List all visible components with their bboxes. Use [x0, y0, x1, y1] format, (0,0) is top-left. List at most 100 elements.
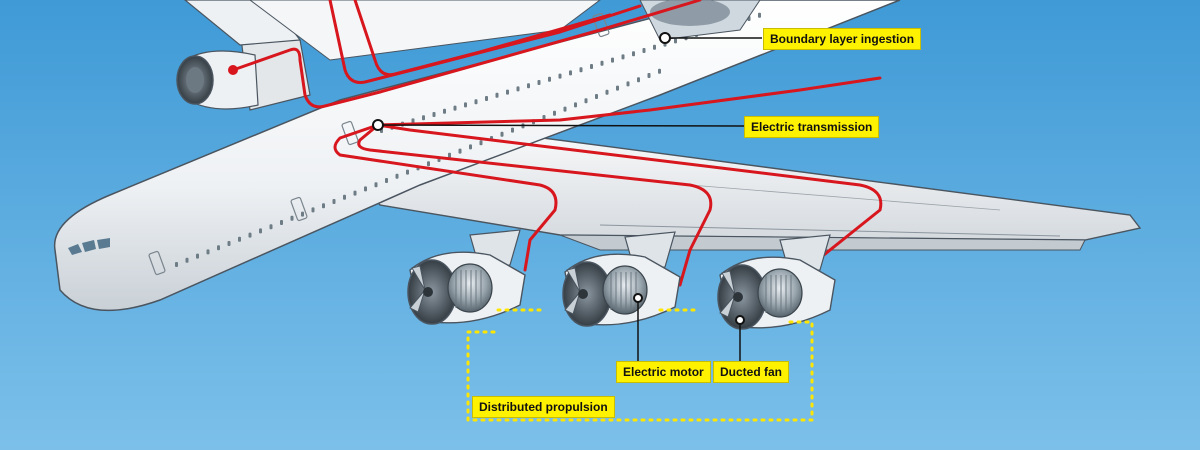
window: [674, 38, 677, 44]
window: [474, 99, 478, 105]
window: [353, 190, 357, 196]
boundary-layer-ingestion-label: Boundary layer ingestion: [763, 28, 922, 50]
window: [506, 89, 509, 95]
window: [558, 73, 562, 79]
electric-transmission-label: Electric transmission: [744, 116, 880, 138]
window-rows: [175, 12, 761, 267]
transmission-lines: [231, 0, 883, 292]
window: [432, 112, 436, 117]
window: [590, 64, 593, 69]
window: [332, 199, 336, 204]
electric-motor-label: Electric motor: [616, 361, 711, 383]
window: [206, 249, 210, 255]
window: [196, 253, 199, 259]
window: [422, 115, 425, 121]
window: [290, 215, 294, 221]
door: [592, 12, 610, 38]
window: [259, 228, 262, 234]
window: [584, 98, 588, 104]
window: [647, 73, 651, 78]
fan-hub: [423, 287, 433, 297]
window: [605, 89, 609, 95]
window: [443, 108, 446, 114]
window: [238, 236, 241, 242]
near-wing: [328, 134, 1142, 241]
window: [485, 96, 488, 101]
ducted-fan-label: Ducted fan: [713, 361, 790, 383]
window: [322, 203, 325, 209]
window: [411, 118, 415, 124]
window: [175, 262, 178, 267]
distributed-propulsion-group: [466, 308, 814, 422]
electric-motor: [757, 268, 803, 318]
window: [542, 115, 546, 120]
window: [626, 81, 630, 87]
window: [280, 220, 283, 225]
window: [621, 54, 625, 60]
window: [374, 182, 378, 188]
fan-blade: [564, 291, 581, 315]
window: [548, 76, 551, 82]
fan-blade: [721, 270, 736, 296]
ducted-fan-engine: [407, 229, 526, 325]
window: [758, 12, 761, 18]
door: [290, 196, 308, 222]
window: [658, 68, 661, 74]
window: [516, 86, 520, 92]
fan-blade: [566, 267, 581, 293]
window: [637, 77, 640, 83]
window: [495, 92, 499, 98]
window: [611, 57, 614, 63]
window: [579, 67, 583, 73]
fan-hub: [578, 289, 588, 299]
window: [364, 186, 367, 192]
window: [527, 83, 530, 89]
window: [595, 94, 598, 99]
window: [227, 241, 231, 246]
window: [653, 44, 656, 50]
window: [642, 48, 646, 53]
window: [632, 51, 635, 57]
window: [185, 257, 189, 263]
fuselage: [53, 0, 901, 312]
window: [553, 110, 556, 116]
fan-blade: [409, 289, 426, 313]
window: [343, 194, 346, 200]
window: [406, 169, 409, 175]
window: [464, 102, 467, 108]
fan-hub: [733, 292, 743, 302]
fan-blade: [411, 265, 426, 291]
window: [616, 85, 619, 91]
window: [217, 245, 220, 251]
fan-blade: [719, 294, 736, 318]
window: [448, 152, 451, 158]
window: [248, 232, 252, 238]
window: [569, 70, 572, 76]
window: [600, 60, 604, 66]
window: [427, 161, 430, 167]
distributed-propulsion-label: Distributed propulsion: [472, 396, 615, 418]
callout-leaders: [381, 37, 762, 362]
window: [563, 106, 567, 112]
electric-motor: [447, 263, 493, 313]
window: [469, 144, 472, 150]
electric-motor: [602, 265, 648, 315]
window: [574, 102, 577, 108]
window: [479, 140, 483, 146]
window: [511, 127, 514, 133]
cockpit-windows: [68, 238, 110, 255]
window: [500, 131, 504, 137]
window: [311, 207, 315, 213]
window: [395, 173, 399, 179]
window: [453, 105, 457, 111]
ducted-fan-engine: [562, 231, 681, 327]
window: [301, 211, 304, 217]
window: [385, 178, 388, 183]
window: [537, 80, 541, 85]
door: [148, 250, 166, 276]
window: [269, 224, 273, 230]
window: [458, 148, 462, 154]
ducted-fan-engine: [717, 234, 836, 330]
